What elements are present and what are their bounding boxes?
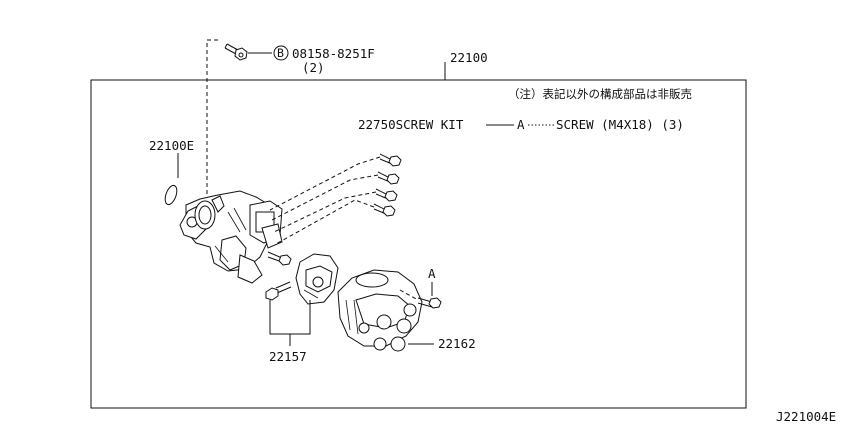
diagram-id: J221004E [776, 409, 836, 424]
oring-part-number: 22100E [149, 138, 194, 153]
top-bolt-icon [224, 43, 248, 61]
bolt-dashed-leader [206, 39, 218, 200]
cap-screw-dashed [399, 289, 419, 301]
rotor-screw-icon [265, 281, 292, 301]
cap-screw-ref-a: A [428, 266, 436, 281]
bolt-part-number: 08158-8251F [292, 46, 375, 61]
screw-dashed-leaders [269, 156, 381, 245]
distributor-cap-icon [337, 269, 423, 352]
bolt-quantity: (2) [302, 60, 325, 75]
screw-icon [379, 153, 402, 167]
bolt-circle-marker [273, 45, 289, 61]
rotor-icon [295, 253, 339, 305]
assembly-frame [90, 79, 747, 409]
oring-icon [164, 184, 178, 206]
distributor-housing-icon [179, 190, 283, 284]
cap-part-number: 22162 [438, 336, 476, 351]
rotor-bracket [269, 300, 311, 335]
screw-icon [377, 171, 400, 185]
screw-icon [373, 203, 396, 217]
assembly-number: 22100 [450, 50, 488, 65]
screw-icon [375, 188, 398, 202]
rotor-part-number: 22157 [269, 349, 307, 364]
screw-kit-label: 22750SCREW KIT [358, 117, 464, 132]
cap-screw-icon [417, 297, 442, 309]
bolt-circle-letter: B [277, 46, 284, 60]
screw-spec-label: SCREW (M4X18) (3) [556, 117, 684, 132]
note-text: （注）表記以外の構成部品は非販売 [508, 87, 692, 101]
screw-kit-ref-a: A [517, 117, 525, 132]
housing-screw-icon [267, 251, 292, 266]
